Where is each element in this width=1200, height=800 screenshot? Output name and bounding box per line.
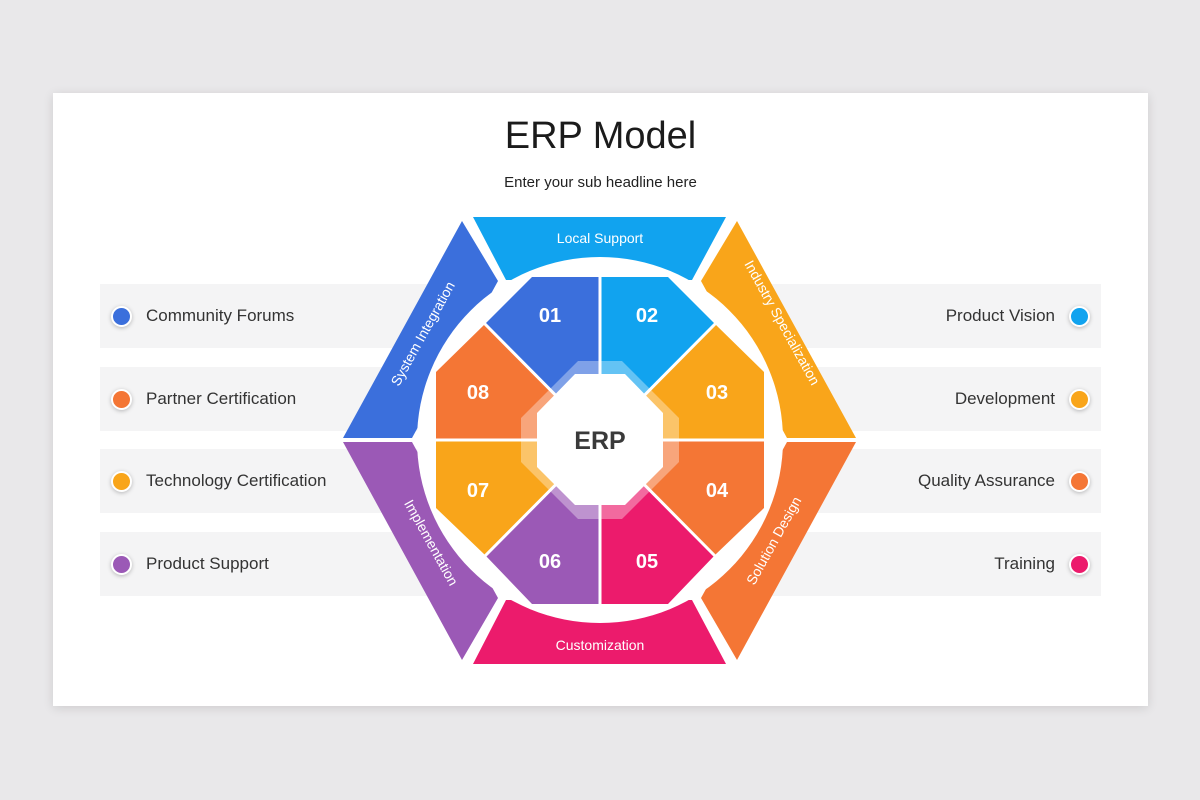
segment-number-03: 03 [706,382,728,404]
page-subtitle: Enter your sub headline here [504,174,697,191]
segment-number-04: 04 [706,480,729,502]
page-title: ERP Model [504,115,697,157]
bullet-dot-icon [111,305,132,327]
list-item-label: Partner Certification [146,389,297,408]
slide: ERP Model Enter your sub headline here C… [53,93,1148,706]
list-item-right-4: Training [761,532,1101,596]
segment-number-07: 07 [467,480,489,502]
list-item-label: Training [994,554,1055,573]
list-item-left-1: Community Forums [100,284,440,348]
outer-segment-solution-design [701,442,856,660]
segment-number-08: 08 [467,382,489,404]
outer-segment-customization [473,600,726,664]
segment-number-01: 01 [539,305,561,327]
list-item-label: Community Forums [146,306,295,325]
bullet-dot-icon [1069,470,1090,492]
center-octagon [537,374,663,505]
erp-diagram: 01 02 03 04 05 06 07 08 ERP Local Suppor… [343,217,856,664]
outer-segment-industry-specialization [701,221,856,438]
list-item-right-1: Product Vision [761,284,1101,348]
outer-label-local-support: Local Support [557,230,644,246]
center-label: ERP [574,427,625,455]
list-item-label: Product Vision [945,306,1055,325]
bullet-dot-icon [111,388,132,410]
list-item-label: Quality Assurance [917,471,1055,490]
list-item-label: Development [954,389,1055,408]
bullet-dot-icon [111,470,132,492]
list-item-label: Technology Certification [146,471,327,490]
bullet-dot-icon [1069,388,1090,410]
list-item-label: Product Support [146,554,269,573]
outer-segment-local-support [473,217,726,280]
outer-segment-implementation [343,442,498,660]
bullet-dot-icon [111,553,132,575]
segment-number-02: 02 [636,305,658,327]
outer-segment-system-integration [343,221,498,438]
bullet-dot-icon [1069,305,1090,327]
bullet-dot-icon [1069,553,1090,575]
segment-number-05: 05 [636,551,658,573]
outer-label-customization: Customization [556,637,645,653]
segment-number-06: 06 [539,551,561,573]
list-item-left-4: Product Support [100,532,440,596]
